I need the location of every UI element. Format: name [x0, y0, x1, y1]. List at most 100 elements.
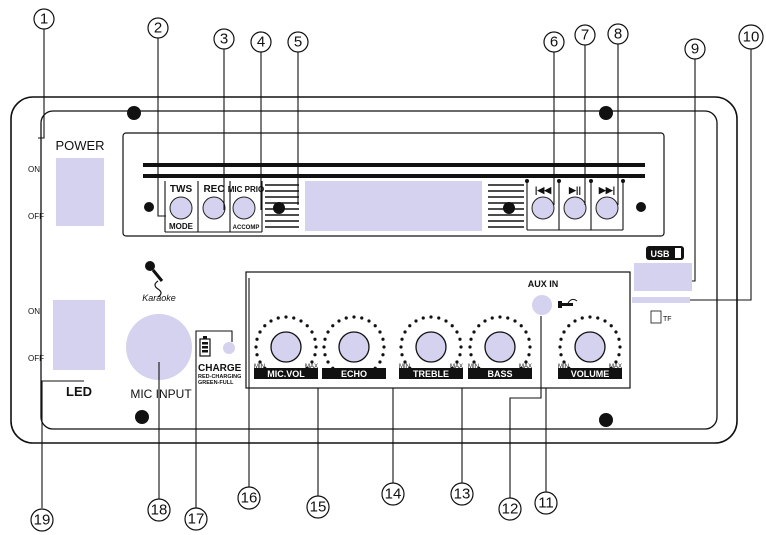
- knob-dot: [323, 337, 327, 341]
- callout-17: 17: [184, 507, 208, 531]
- svg-text:13: 13: [454, 486, 471, 503]
- tws-button[interactable]: [169, 196, 193, 220]
- usb-port[interactable]: [634, 263, 692, 291]
- power-off-label: OFF: [28, 212, 44, 221]
- svg-text:17: 17: [188, 511, 205, 528]
- knob-dot: [305, 324, 309, 328]
- knob-dot: [408, 324, 412, 328]
- play-pause-button[interactable]: [563, 196, 587, 220]
- knob-dot: [313, 337, 317, 341]
- knob-dot: [269, 319, 273, 323]
- knob-max-label: MAX: [519, 364, 532, 370]
- charge-red-label: RED-CHARGING: [198, 374, 241, 380]
- knob-cap[interactable]: [338, 331, 370, 363]
- knob-dot: [455, 360, 459, 364]
- knob-dot: [378, 360, 382, 364]
- callout-5: 5: [287, 31, 309, 53]
- knob-dot: [524, 330, 528, 334]
- tws-label: TWS: [170, 184, 193, 195]
- knob-dot: [483, 319, 487, 323]
- svg-text:14: 14: [385, 486, 402, 503]
- knob-label: MIC.VOL: [267, 369, 305, 379]
- callout-16: 16: [237, 486, 261, 510]
- display-screw: [144, 202, 154, 212]
- knob-min-label: MIN: [399, 364, 410, 370]
- knob-dot: [455, 330, 459, 334]
- knob-dot: [490, 316, 494, 320]
- callout-15: 15: [306, 495, 330, 519]
- knob-dot: [314, 345, 318, 349]
- knob-dot: [255, 353, 259, 357]
- knob-dot: [310, 360, 314, 364]
- knob-dot: [382, 345, 386, 349]
- svg-text:8: 8: [614, 26, 622, 43]
- svg-text:5: 5: [294, 34, 302, 51]
- screw: [127, 106, 141, 120]
- svg-text:7: 7: [581, 27, 589, 44]
- knob-dot: [477, 324, 481, 328]
- next-icon: ▶▶|: [598, 185, 615, 195]
- knob-max-label: MAX: [609, 364, 622, 370]
- knob-dot: [258, 330, 262, 334]
- screw: [599, 106, 613, 120]
- knob-dot: [284, 315, 288, 319]
- knob-min-label: MIN: [468, 364, 479, 370]
- callout-2: 2: [147, 17, 169, 39]
- knob-label: ECHO: [341, 369, 367, 379]
- knob-cap[interactable]: [270, 331, 302, 363]
- knob-dot: [617, 353, 621, 357]
- led-switch[interactable]: [53, 300, 105, 370]
- knob-cap[interactable]: [415, 331, 447, 363]
- knob-min-label: MIN: [558, 364, 569, 370]
- knob-dot: [580, 316, 584, 320]
- svg-text:4: 4: [257, 34, 265, 51]
- knob-dot: [527, 353, 531, 357]
- mic-prio-button[interactable]: [232, 196, 256, 220]
- power-title: POWER: [55, 138, 104, 153]
- knob-dot: [310, 330, 314, 334]
- knob-dot: [360, 316, 364, 320]
- display-stripe: [143, 163, 645, 167]
- knob-dot: [326, 330, 330, 334]
- knob-dot: [421, 316, 425, 320]
- knob-dot: [331, 324, 335, 328]
- prev-icon: |◀◀: [535, 185, 552, 195]
- knob-echo[interactable]: ECHO: [322, 315, 386, 379]
- prev-button[interactable]: [531, 196, 555, 220]
- usb-label: USB: [650, 249, 670, 259]
- knob-dot: [603, 319, 607, 323]
- callout-13: 13: [450, 482, 474, 506]
- knob-dot: [373, 324, 377, 328]
- svg-text:18: 18: [151, 502, 168, 519]
- knob-cap[interactable]: [484, 331, 516, 363]
- microphone-icon: [145, 261, 164, 298]
- callout-4: 4: [250, 31, 272, 53]
- tf-slot[interactable]: [632, 297, 690, 303]
- rec-button[interactable]: [202, 196, 226, 220]
- callout-3: 3: [213, 28, 235, 50]
- knob-max-label: MAX: [450, 364, 463, 370]
- charge-led: [223, 342, 235, 354]
- aux-in-jack[interactable]: [532, 295, 552, 315]
- knob-cap[interactable]: [574, 331, 606, 363]
- play-pause-icon: ▶||: [568, 185, 581, 195]
- knob-dot: [469, 337, 473, 341]
- knob-dot: [617, 337, 621, 341]
- power-switch[interactable]: [56, 158, 104, 226]
- next-button[interactable]: [595, 196, 619, 220]
- knob-label-bar: [468, 368, 532, 379]
- knob-dot: [562, 330, 566, 334]
- display-stripe: [143, 174, 645, 178]
- mode-label: MODE: [169, 222, 194, 231]
- callout-7: 7: [574, 24, 596, 46]
- knob-dot: [469, 353, 473, 357]
- mic-input-jack[interactable]: [126, 314, 192, 380]
- mic-prio-label: MIC PRIO: [228, 185, 264, 194]
- knob-dot: [573, 319, 577, 323]
- knob-dot: [444, 319, 448, 323]
